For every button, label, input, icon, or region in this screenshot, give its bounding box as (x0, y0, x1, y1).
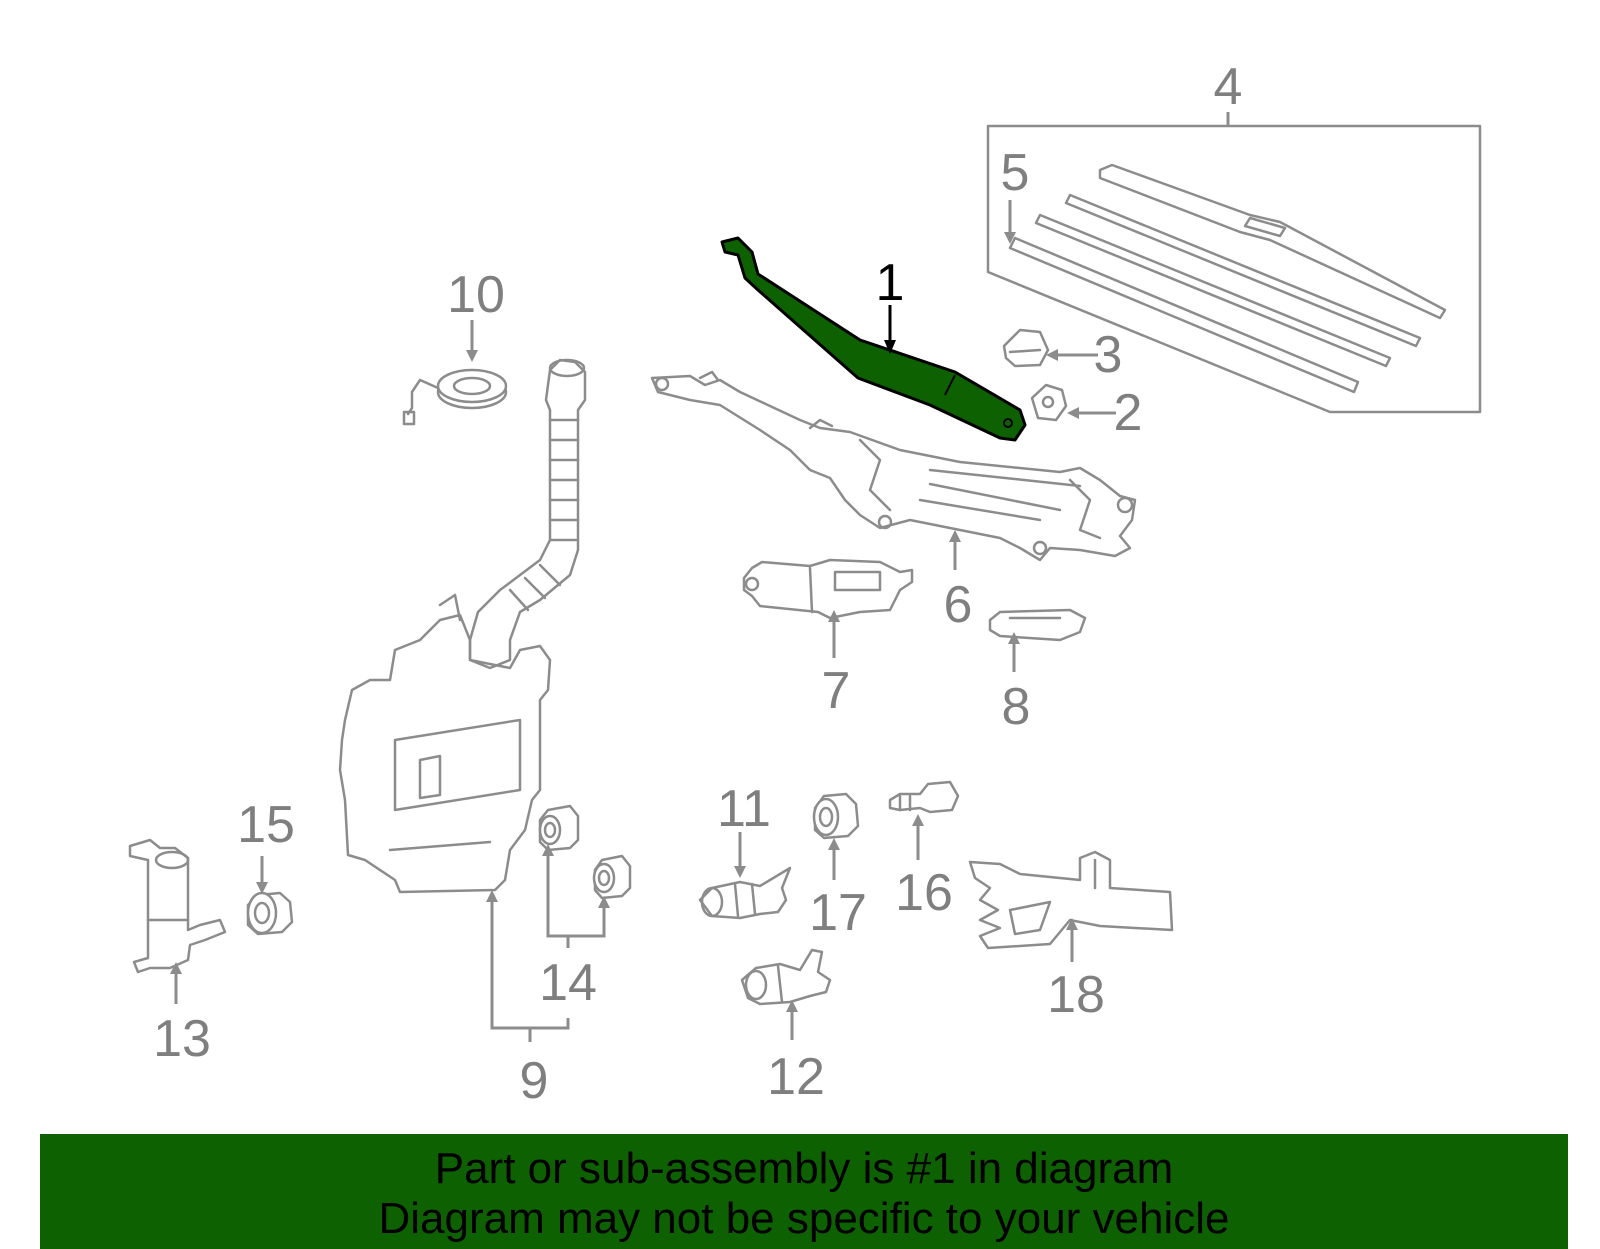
grommet-part[interactable] (402, 368, 508, 426)
grommet-small-part[interactable] (246, 891, 294, 936)
grommets-part[interactable] (538, 804, 632, 900)
callout-15: 15 (237, 796, 295, 854)
callout-16: 16 (895, 864, 953, 922)
clip-part[interactable] (888, 780, 960, 814)
banner-line-part-highlight: Part or sub-assembly is #1 in diagram (434, 1144, 1174, 1193)
wiper-linkage-part[interactable] (650, 370, 1137, 562)
wiper-blade-group (986, 124, 1482, 414)
leader-lines (170, 112, 1230, 1042)
cap-part[interactable] (1002, 328, 1050, 368)
callout-14: 14 (539, 954, 597, 1012)
wiper-motor-part[interactable] (742, 558, 914, 620)
callout-numbers: 1 2 3 4 5 6 7 8 9 10 11 12 13 14 15 16 1… (153, 58, 1242, 1110)
washer-pump-part[interactable] (128, 838, 227, 974)
washer-reservoir-part[interactable] (338, 358, 587, 894)
callout-10: 10 (447, 266, 505, 324)
info-banner: Part or sub-assembly is #1 in diagram Di… (40, 1134, 1568, 1249)
callout-4: 4 (1214, 58, 1243, 116)
nozzle-part[interactable] (698, 866, 792, 920)
callout-6: 6 (944, 576, 973, 634)
callout-11: 11 (717, 780, 771, 838)
callout-9: 9 (520, 1052, 549, 1110)
callout-3: 3 (1094, 326, 1123, 384)
callout-8: 8 (1002, 678, 1031, 736)
callout-13: 13 (153, 1010, 211, 1068)
banner-line-disclaimer: Diagram may not be specific to your vehi… (378, 1194, 1230, 1243)
callout-12: 12 (767, 1048, 825, 1106)
wiper-arm-highlighted[interactable] (720, 236, 1027, 442)
callout-1: 1 (876, 254, 905, 312)
callout-17: 17 (809, 884, 867, 942)
callout-5: 5 (1001, 144, 1030, 202)
callout-2: 2 (1114, 384, 1143, 442)
callout-7: 7 (822, 662, 851, 720)
nut-part[interactable] (1030, 383, 1068, 422)
nozzle-lower-part[interactable] (740, 948, 832, 1006)
cowl-bracket-part[interactable] (968, 850, 1174, 950)
grommet-upper-part[interactable] (812, 792, 860, 840)
bracket-part[interactable] (988, 608, 1087, 642)
callout-18: 18 (1047, 966, 1105, 1024)
